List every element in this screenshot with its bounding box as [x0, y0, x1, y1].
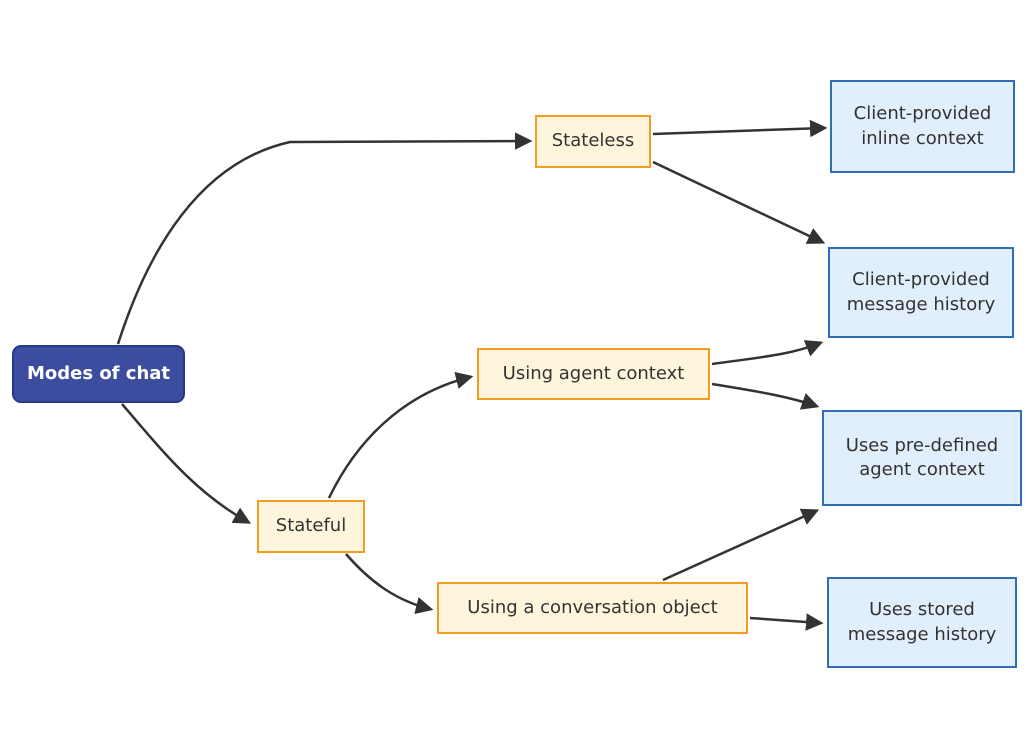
edge-root-to-stateless: [116, 132, 533, 345]
edge-agent-context-to-message-history: [711, 340, 824, 366]
edge-conversation-object-to-predefined-context: [662, 508, 820, 582]
node-uses-predefined-agent-context: Uses pre-defined agent context: [822, 410, 1022, 506]
node-modes-of-chat: Modes of chat: [12, 345, 185, 403]
edge-root-to-stateful: [121, 403, 252, 524]
edge-agent-context-to-predefined-context: [711, 382, 820, 410]
node-client-provided-inline-context: Client-provided inline context: [830, 80, 1015, 173]
edge-stateful-to-conversation-object: [345, 553, 434, 615]
edge-stateless-to-inline-context: [652, 119, 828, 138]
node-stateless: Stateless: [535, 115, 651, 168]
node-stateful: Stateful: [257, 500, 365, 553]
node-using-conversation-object: Using a conversation object: [437, 582, 748, 634]
node-using-agent-context: Using agent context: [477, 348, 710, 400]
edge-stateless-to-message-history: [652, 160, 826, 244]
edge-conversation-object-to-stored-history: [749, 613, 824, 631]
edge-stateful-to-agent-context: [327, 371, 474, 499]
node-uses-stored-message-history: Uses stored message history: [827, 577, 1017, 668]
node-client-provided-message-history: Client-provided message history: [828, 247, 1014, 338]
